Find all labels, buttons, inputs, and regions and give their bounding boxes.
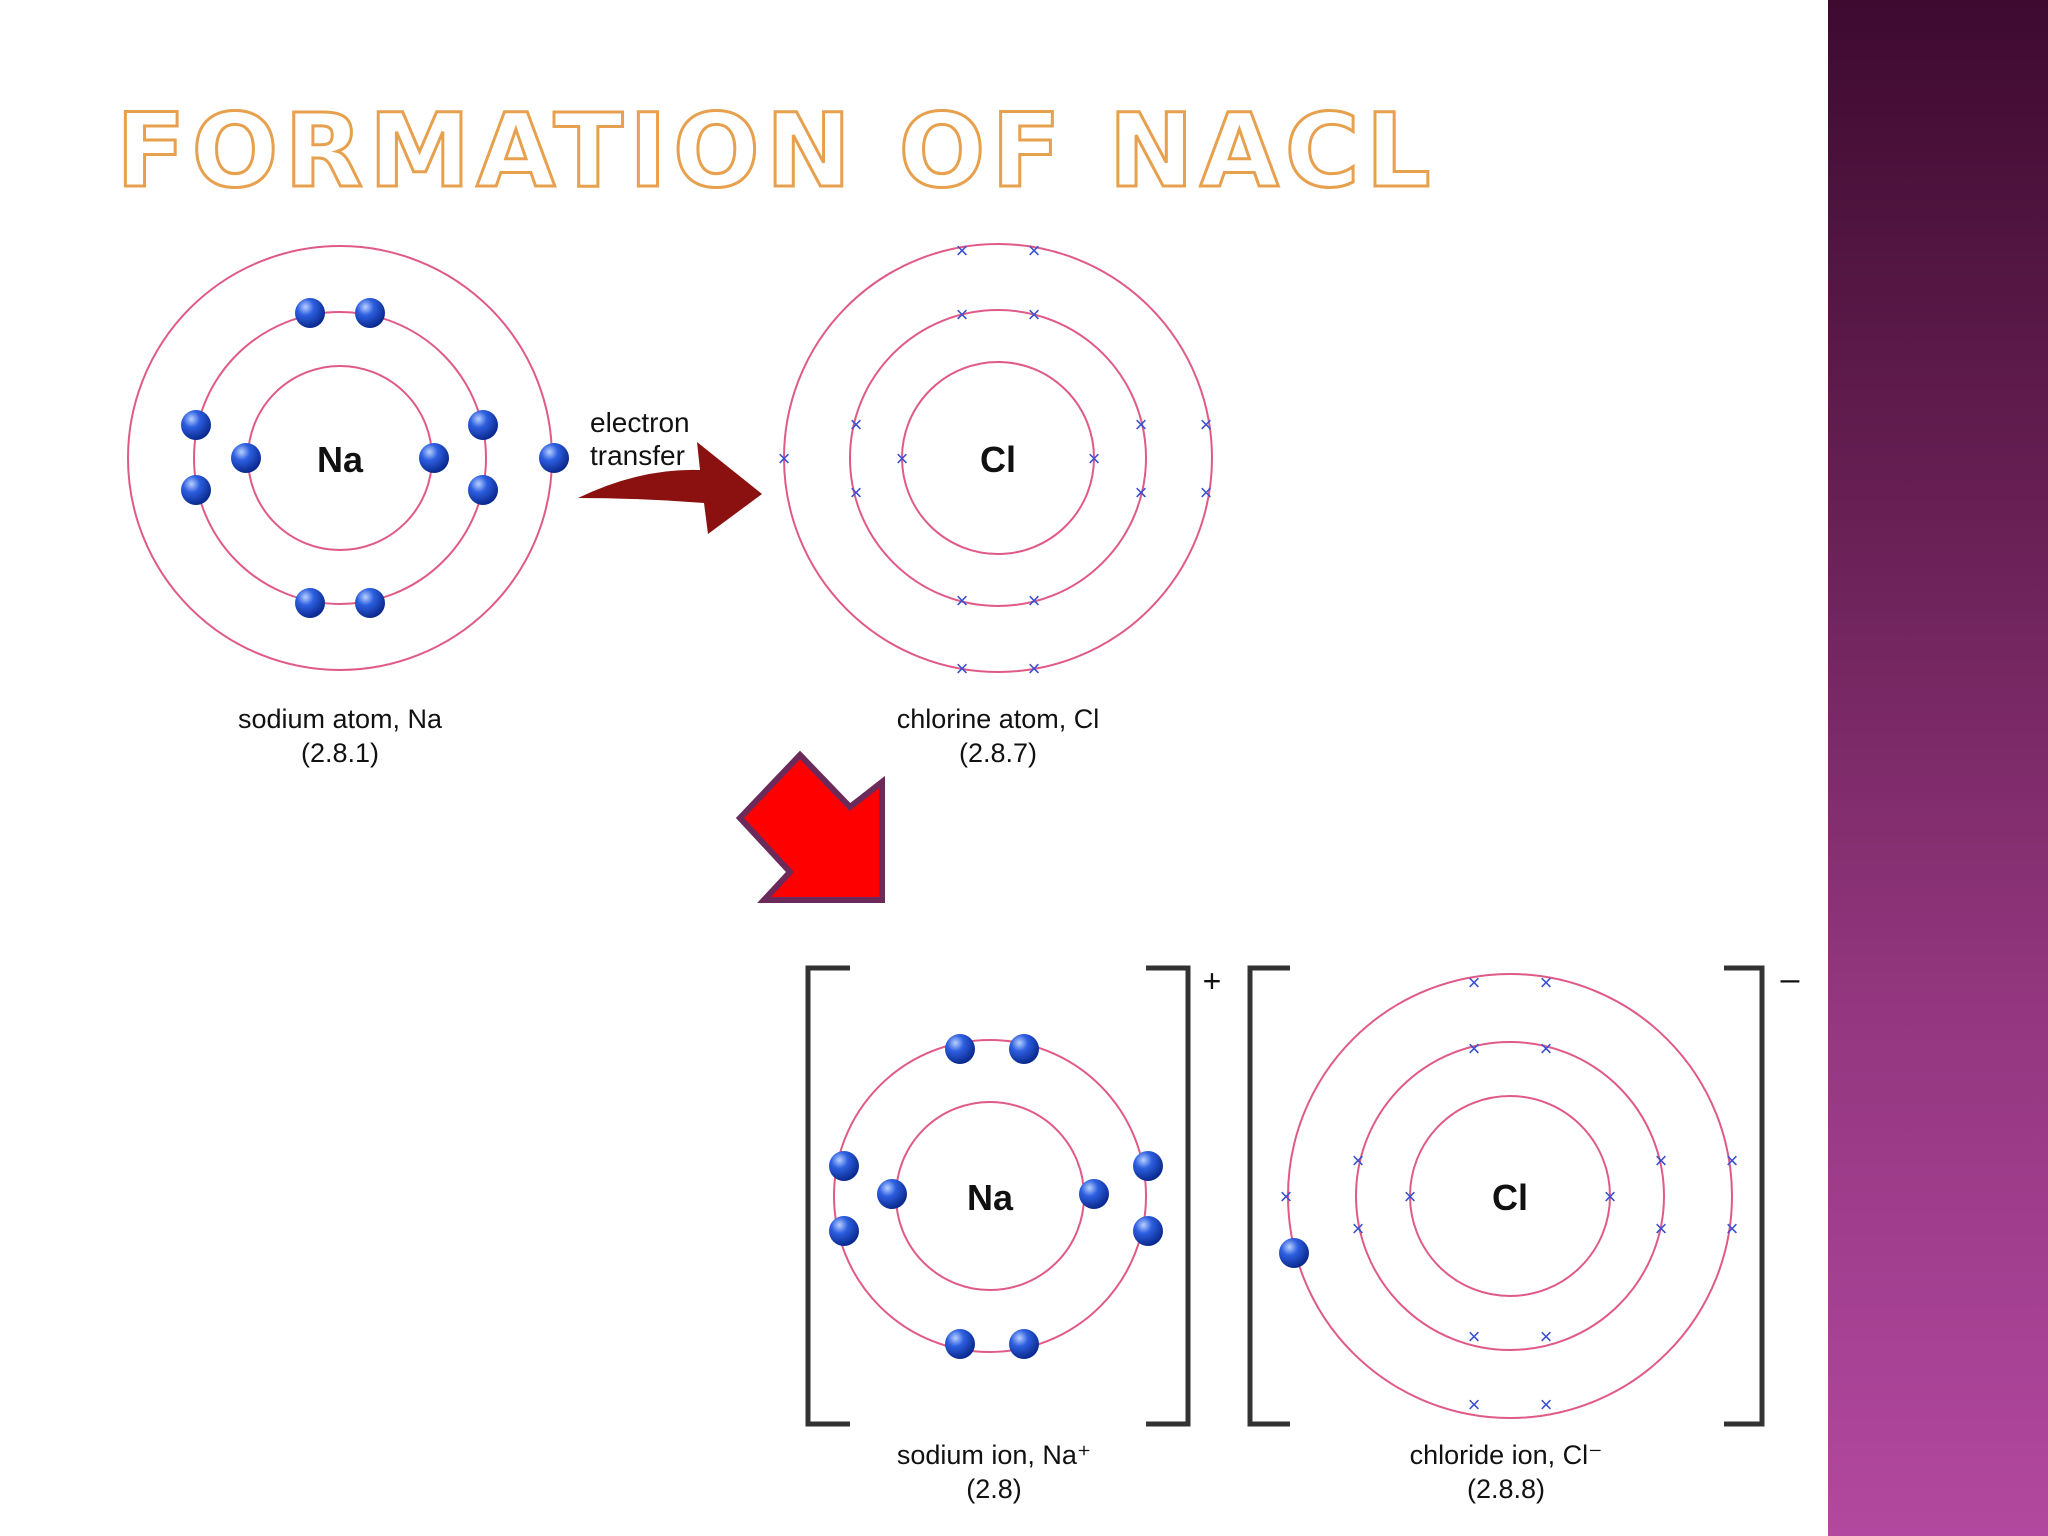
svg-text:×: ×: [956, 238, 969, 263]
electron: [945, 1329, 975, 1359]
chloride-ion-electrons: × × × × × × × × × × × × × × × × ×: [1280, 970, 1739, 1417]
sodium-atom-config: (2.8.1): [301, 738, 379, 768]
svg-text:×: ×: [1540, 1324, 1553, 1349]
shell-1: [901, 361, 1095, 555]
svg-text:×: ×: [1468, 1392, 1481, 1417]
svg-text:×: ×: [1655, 1148, 1668, 1173]
svg-text:×: ×: [1352, 1216, 1365, 1241]
electron: [877, 1179, 907, 1209]
svg-text:×: ×: [778, 446, 791, 471]
chlorine-atom-name: chlorine atom, Cl: [897, 704, 1100, 734]
svg-text:×: ×: [1726, 1148, 1739, 1173]
shell-2: [849, 309, 1147, 607]
svg-text:×: ×: [1088, 446, 1101, 471]
sodium-ion-nucleus: Na: [967, 1177, 1014, 1218]
svg-text:×: ×: [896, 446, 909, 471]
svg-text:×: ×: [1135, 480, 1148, 505]
svg-text:×: ×: [1028, 238, 1041, 263]
svg-text:×: ×: [1540, 1392, 1553, 1417]
slide-title: Formation of NaCl: [115, 92, 1437, 211]
sodium-atom-nucleus: Na: [317, 439, 364, 480]
chloride-ion-brackets: [1247, 965, 1765, 1427]
svg-text:×: ×: [1468, 1324, 1481, 1349]
electron: [1009, 1034, 1039, 1064]
svg-text:×: ×: [1135, 412, 1148, 437]
big-red-down-arrow: [735, 750, 885, 903]
svg-text:×: ×: [956, 656, 969, 681]
electron: [945, 1034, 975, 1064]
chloride-ion-nucleus: Cl: [1492, 1177, 1528, 1218]
svg-text:×: ×: [1540, 970, 1553, 995]
chlorine-atom-electrons: × × × × × × × × × × × × × × × × ×: [778, 238, 1213, 681]
electron-transfer: electron transfer: [578, 407, 762, 534]
sodium-ion-config: (2.8): [966, 1474, 1022, 1504]
electron: [355, 298, 385, 328]
svg-text:×: ×: [1280, 1184, 1293, 1209]
transferred-electron: [1279, 1238, 1309, 1268]
electron: [295, 298, 325, 328]
svg-text:×: ×: [1200, 412, 1213, 437]
electron: [468, 475, 498, 505]
chloride-ion: – Cl × × × × × × × × × × × × × ×: [1247, 960, 1800, 1504]
chloride-ion-config: (2.8.8): [1467, 1474, 1545, 1504]
chloride-ion-shells: [1287, 973, 1733, 1419]
electron: [1079, 1179, 1109, 1209]
svg-text:×: ×: [1468, 970, 1481, 995]
chlorine-atom: Cl × × × × × × × × × × × × × × × × × chl…: [778, 238, 1213, 768]
svg-text:×: ×: [1028, 588, 1041, 613]
valence-electron: [539, 443, 569, 473]
electron: [181, 475, 211, 505]
svg-text:×: ×: [850, 412, 863, 437]
svg-text:×: ×: [1028, 302, 1041, 327]
sodium-atom: Na sodium atom, Na (2.8.1): [127, 245, 569, 768]
shell-3: [783, 243, 1213, 673]
electron: [829, 1216, 859, 1246]
shell-2: [1355, 1041, 1665, 1351]
chlorine-atom-config: (2.8.7): [959, 738, 1037, 768]
transfer-label-line1: electron: [590, 407, 690, 438]
svg-text:×: ×: [1726, 1216, 1739, 1241]
svg-text:×: ×: [1352, 1148, 1365, 1173]
shell-1: [1409, 1095, 1611, 1297]
svg-text:×: ×: [1468, 1036, 1481, 1061]
electron: [1009, 1329, 1039, 1359]
decorative-side-bar: [1828, 0, 2048, 1536]
svg-text:×: ×: [1028, 656, 1041, 681]
shell-2: [193, 311, 487, 605]
sodium-ion-charge: +: [1203, 963, 1222, 999]
svg-text:×: ×: [1540, 1036, 1553, 1061]
sodium-atom-electrons: [181, 298, 569, 618]
electron: [468, 410, 498, 440]
electron: [295, 588, 325, 618]
svg-text:×: ×: [956, 588, 969, 613]
electron: [1133, 1151, 1163, 1181]
curved-transfer-arrow: [578, 442, 762, 534]
sodium-atom-name: sodium atom, Na: [238, 704, 443, 734]
sodium-ion-electrons: [829, 1034, 1163, 1359]
svg-text:×: ×: [1200, 480, 1213, 505]
chlorine-atom-nucleus: Cl: [980, 439, 1016, 480]
sodium-ion: + Na sodium ion, Na⁺ (2.8): [805, 963, 1222, 1504]
sodium-ion-name: sodium ion, Na⁺: [897, 1440, 1091, 1470]
electron: [419, 443, 449, 473]
electron: [829, 1151, 859, 1181]
svg-text:×: ×: [850, 480, 863, 505]
electron: [355, 588, 385, 618]
electron: [181, 410, 211, 440]
electron: [1133, 1216, 1163, 1246]
svg-text:×: ×: [956, 302, 969, 327]
shell-2: [833, 1039, 1147, 1353]
chloride-ion-name: chloride ion, Cl⁻: [1410, 1440, 1603, 1470]
chlorine-atom-shells: [783, 243, 1213, 673]
svg-text:×: ×: [1404, 1184, 1417, 1209]
svg-text:×: ×: [1604, 1184, 1617, 1209]
chloride-ion-charge: –: [1781, 960, 1800, 998]
electron: [231, 443, 261, 473]
svg-text:×: ×: [1655, 1216, 1668, 1241]
transfer-label-line2: transfer: [590, 440, 685, 471]
shell-3: [1287, 973, 1733, 1419]
sodium-ion-brackets: [805, 965, 1191, 1427]
